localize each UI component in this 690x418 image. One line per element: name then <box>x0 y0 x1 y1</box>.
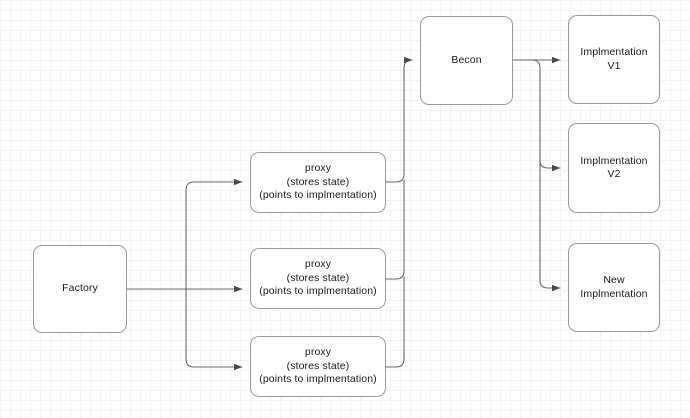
node-proxy-3-label: proxy (stores state) (points to implment… <box>259 346 377 386</box>
node-implementation-v2-label: Implmentation V2 <box>580 154 648 181</box>
edge-proxy-3-to-merge <box>385 276 405 368</box>
node-factory-label: Factory <box>62 282 98 295</box>
node-proxy-2-label: proxy (stores state) (points to implment… <box>259 258 377 298</box>
edge-factory-to-proxy-1 <box>185 178 243 290</box>
node-implementation-v1-label: Implmentation V1 <box>580 46 648 72</box>
node-proxy-2[interactable]: proxy (stores state) (points to implment… <box>250 248 386 309</box>
node-proxy-1[interactable]: proxy (stores state) (points to implment… <box>250 152 386 213</box>
node-becon[interactable]: Becon <box>420 16 513 105</box>
node-new-implementation[interactable]: New Implmentation <box>568 243 660 332</box>
edge-proxy-2-to-merge <box>385 179 405 280</box>
edge-proxy-1-to-merge <box>385 69 405 183</box>
edge-becon-down-trunk <box>531 59 561 292</box>
node-implementation-v1[interactable]: Implmentation V1 <box>568 15 660 104</box>
node-proxy-1-label: proxy (stores state) (points to implment… <box>259 162 377 202</box>
node-proxy-3[interactable]: proxy (stores state) (points to implment… <box>250 336 386 397</box>
node-factory[interactable]: Factory <box>33 245 127 333</box>
node-new-implementation-label: New Implmentation <box>580 274 648 300</box>
node-becon-label: Becon <box>451 53 482 66</box>
edge-factory-to-proxy-3 <box>185 288 243 371</box>
node-implementation-v2[interactable]: Implmentation V2 <box>568 123 660 213</box>
edge-becon-to-implementation-v2 <box>539 159 561 172</box>
edge-merge-to-becon <box>403 56 413 73</box>
